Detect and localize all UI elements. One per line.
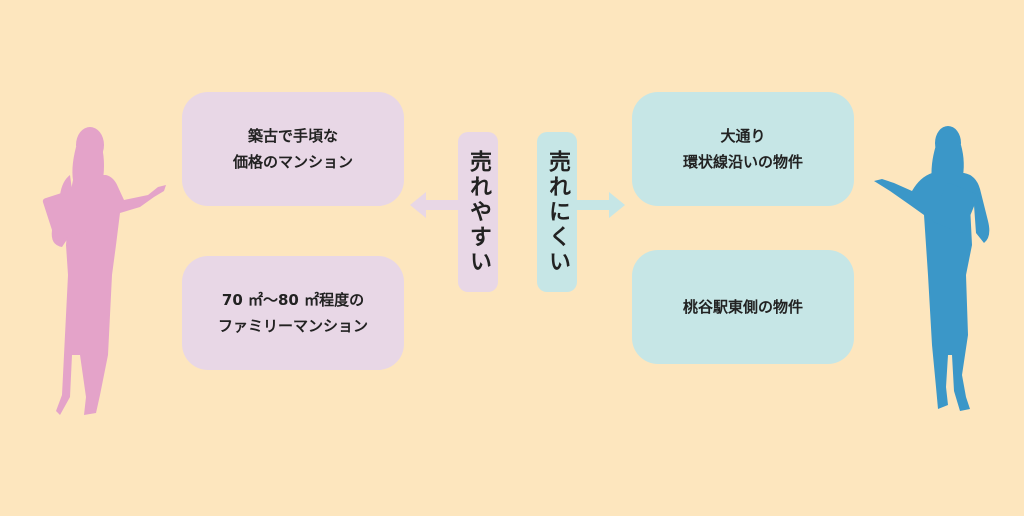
hard-sell-item-1: 大通り 環状線沿いの物件 bbox=[632, 92, 854, 206]
hard-sell-label: 売れにくい bbox=[537, 132, 577, 292]
arrow-left-icon bbox=[410, 192, 458, 218]
easy-sell-label: 売れやすい bbox=[458, 132, 498, 292]
hard-sell-item-2-text: 桃谷駅東側の物件 bbox=[682, 298, 803, 316]
businesswoman-left-icon bbox=[42, 127, 166, 415]
arrow-right-icon bbox=[577, 192, 625, 218]
hard-sell-item-1-text: 大通り 環状線沿いの物件 bbox=[682, 127, 803, 171]
hard-sell-item-2: 桃谷駅東側の物件 bbox=[632, 250, 854, 364]
easy-sell-item-2: 70 ㎡〜80 ㎡程度の ファミリーマンション bbox=[182, 256, 404, 370]
easy-sell-label-text: 売れやすい bbox=[466, 149, 491, 275]
easy-sell-item-2-text: 70 ㎡〜80 ㎡程度の ファミリーマンション bbox=[217, 291, 368, 335]
easy-sell-item-1: 築古で手頃な 価格のマンション bbox=[182, 92, 404, 206]
easy-sell-item-1-text: 築古で手頃な 価格のマンション bbox=[232, 127, 353, 171]
hard-sell-label-text: 売れにくい bbox=[545, 149, 570, 275]
businesswoman-right-icon bbox=[874, 126, 990, 411]
